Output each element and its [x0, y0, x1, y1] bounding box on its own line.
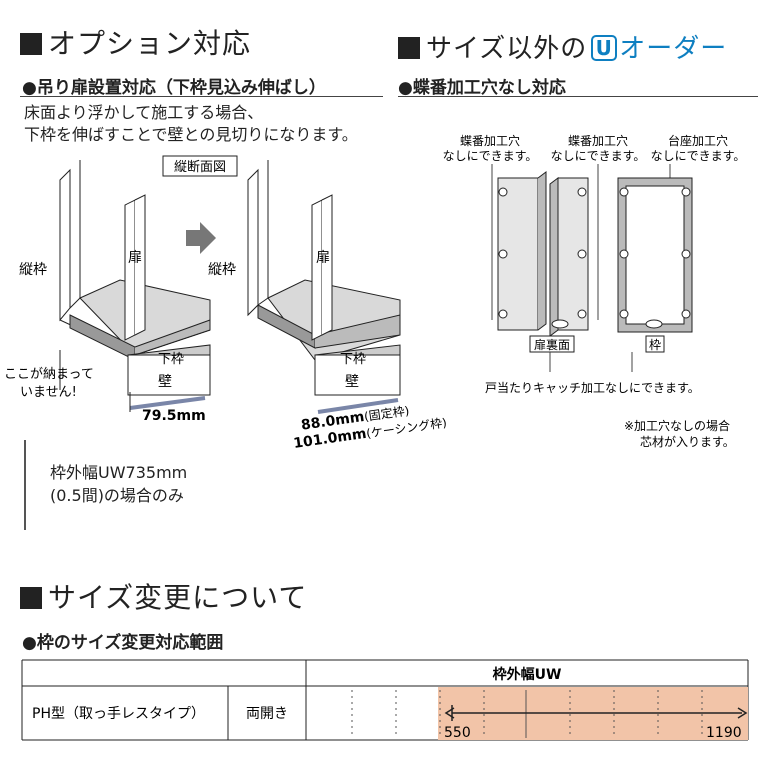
size-range-table: 枠外幅UW PH型（取っ手レスタイプ） 両開き 550 1190 — [21, 659, 749, 741]
frame-label: 枠 — [649, 338, 661, 352]
condition-bar — [24, 440, 26, 530]
hanging-door-diagram: 縦断面図 縦枠 扉 下枠 壁 ここが納まって いません! 79.5mm 縦枠 扉 — [4, 155, 448, 452]
range-min: 550 — [444, 725, 471, 741]
note2-line1: 蝶番加工穴 — [568, 133, 628, 148]
vertical-frame-label-after: 縦枠 — [208, 262, 236, 278]
section-view-label-box — [162, 155, 238, 177]
note1-line1: 蝶番加工穴 — [460, 133, 520, 148]
frame-panel — [617, 177, 693, 333]
condition-line2: (0.5間)の場合のみ — [50, 486, 184, 505]
after-diagram — [247, 160, 401, 414]
wall-label-before: 壁 — [158, 374, 172, 390]
square-bullet-icon — [20, 587, 42, 609]
row-type: PH型（取っ手レスタイプ） — [32, 706, 205, 722]
section-title-size-change: サイズ変更について — [20, 576, 307, 616]
section-view-label: 縦断面図 — [174, 160, 226, 175]
door-label-after: 扉 — [316, 250, 330, 266]
subtitle-hanging-door: ●吊り扉設置対応（下枠見込み伸ばし） — [22, 78, 326, 98]
arrow-right-icon — [737, 707, 748, 719]
u-order-badge: U — [591, 35, 618, 61]
door-label-before: 扉 — [128, 250, 142, 266]
dimension-before: 79.5mm — [142, 408, 206, 424]
square-bullet-icon — [20, 33, 42, 55]
note1-line2: なしにできます。 — [443, 149, 538, 163]
right-door-panel — [549, 177, 589, 337]
range-max: 1190 — [706, 725, 742, 741]
gap-note-line2: いません! — [20, 385, 77, 400]
door-back-label: 扉裏面 — [534, 337, 570, 352]
description-line1: 床面より浮かして施工する場合、 — [24, 103, 264, 122]
bottom-frame-label-before: 下枠 — [158, 352, 184, 367]
section-title-options-text: オプション対応 — [48, 27, 252, 60]
divider — [398, 96, 758, 97]
note3-line2: なしにできます。 — [651, 149, 746, 163]
subtitle-frame-size-range: ●枠のサイズ変更対応範囲 — [22, 633, 224, 653]
note3-line1: 台座加工穴 — [668, 133, 728, 148]
wall-label-after: 壁 — [345, 374, 359, 390]
note2-line2: なしにできます。 — [551, 149, 646, 163]
core-note-line1: ※加工穴なしの場合 — [624, 418, 730, 433]
door-frame-diagram: 蝶番加工穴 なしにできます。 蝶番加工穴 なしにできます。 台座加工穴 なしにで… — [443, 133, 746, 449]
table-header-uw: 枠外幅UW — [493, 666, 562, 683]
bottom-frame-label-after: 下枠 — [340, 352, 366, 367]
subtitle-no-hinge-holes: ●蝶番加工穴なし対応 — [398, 78, 566, 98]
row-opening: 両開き — [246, 706, 288, 722]
before-diagram — [59, 160, 211, 412]
divider — [20, 96, 383, 97]
arrow-right-icon — [186, 222, 216, 254]
description-line2: 下枠を伸ばすことで壁との見切りになります。 — [24, 125, 358, 144]
dimension-after-fixed-note: (固定枠) — [363, 403, 410, 424]
left-door-panel — [497, 171, 547, 331]
size-change-title-text: サイズ変更について — [48, 581, 308, 614]
vertical-frame-label-before: 縦枠 — [19, 262, 47, 278]
u-order-title-prefix: サイズ以外の — [426, 34, 588, 64]
section-title-options: オプション対応 — [20, 22, 251, 62]
gap-note-line1: ここが納まって — [4, 367, 94, 382]
square-bullet-icon — [398, 37, 420, 59]
condition-line1: 枠外幅UW735mm — [50, 463, 188, 482]
catch-note: 戸当たりキャッチ加工なしにできます。 — [485, 381, 700, 395]
u-order-title-suffix: オーダー — [619, 34, 728, 64]
core-note-line2: 芯材が入ります。 — [640, 434, 735, 449]
